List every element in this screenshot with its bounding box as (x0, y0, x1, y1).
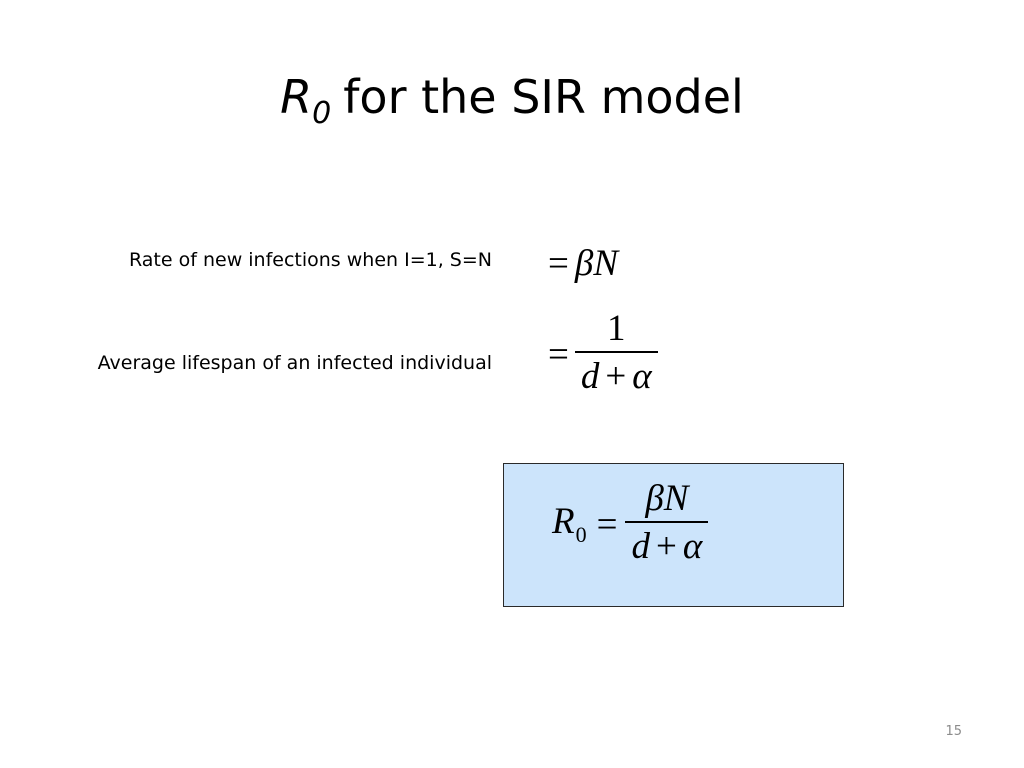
fraction: βN d+α (625, 477, 709, 571)
equals-sign: = (548, 333, 569, 375)
result-box (503, 463, 844, 607)
fraction-denominator: d+α (625, 523, 708, 571)
title-symbol: R (280, 70, 313, 124)
equals-sign: = (596, 503, 618, 545)
fraction-numerator: βN (639, 477, 694, 521)
beta-symbol: β (645, 478, 664, 519)
n-symbol: N (663, 478, 689, 519)
fraction: 1 d+α (574, 307, 658, 401)
beta-symbol: β (574, 243, 594, 284)
alpha-symbol: α (632, 356, 652, 397)
title-subscript: 0 (312, 96, 332, 131)
plus-sign: + (605, 356, 627, 397)
equation-r0: R0 = βN d+α (552, 474, 709, 574)
equals-sign: = (548, 243, 569, 284)
r0-lhs: R0 (552, 500, 587, 548)
fraction-numerator: 1 (607, 308, 626, 349)
equation-lifespan: = 1 d+α (548, 304, 658, 404)
fraction-denominator: d+α (575, 353, 658, 401)
equation-rate: =βN (548, 240, 618, 288)
d-symbol: d (580, 356, 600, 397)
n-symbol: N (593, 243, 618, 284)
label-average-lifespan: Average lifespan of an infected individu… (97, 352, 492, 374)
r-subscript: 0 (575, 522, 587, 547)
fraction-bar (574, 351, 658, 353)
page-number: 15 (945, 724, 962, 739)
plus-sign: + (655, 526, 677, 567)
title-text: for the SIR model (343, 70, 744, 124)
label-rate-new-infections: Rate of new infections when I=1, S=N (129, 249, 492, 271)
alpha-symbol: α (682, 526, 703, 567)
r-symbol: R (552, 501, 575, 542)
d-symbol: d (631, 526, 650, 567)
fraction-bar (625, 521, 709, 523)
slide-title: R0 for the SIR model (0, 62, 1024, 149)
